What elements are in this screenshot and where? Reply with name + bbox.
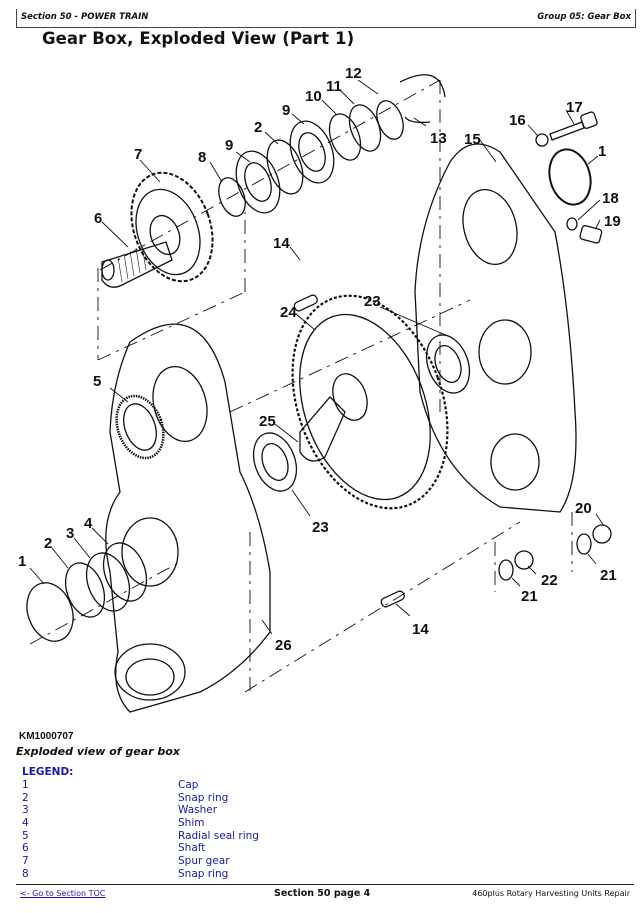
- legend-item-label: Snap ring: [178, 867, 229, 880]
- bolt-17: [549, 121, 585, 141]
- cap-1: [26, 582, 74, 642]
- legend-item: 3 Washer: [22, 804, 442, 817]
- legend-item-label: Cap: [178, 779, 199, 791]
- callout-2-top: 2: [254, 119, 262, 136]
- bearing-9a: [235, 150, 281, 214]
- snap-ring-8: [218, 177, 246, 217]
- page-header: Section 50 - POWER TRAIN Group 05: Gear …: [16, 9, 636, 28]
- callout-7: 7: [134, 146, 142, 163]
- legend-item-number: 6: [22, 842, 29, 855]
- snap-ring-2: [266, 139, 304, 195]
- exploded-view-diagram: 7 6 8 9 2 9 10 11 12 13 14 15 16 17 1 18…: [0, 52, 644, 722]
- shim-4: [102, 542, 148, 602]
- callout-10: 10: [305, 88, 322, 105]
- legend-item-number: 7: [22, 855, 29, 868]
- legend-item-number: 4: [22, 817, 29, 830]
- seal-21b: [498, 559, 514, 581]
- callout-2-left: 2: [44, 535, 52, 552]
- legend-item-number: 2: [22, 791, 29, 804]
- callout-13: 13: [430, 130, 447, 147]
- callout-12: 12: [345, 65, 362, 82]
- washer-16: [535, 133, 549, 147]
- callout-23-top: 23: [364, 293, 381, 310]
- callout-15: 15: [464, 131, 481, 148]
- plug-22: [514, 550, 534, 570]
- snap-ring-13: [399, 74, 446, 124]
- bearing-23b: [425, 334, 471, 394]
- figure-id: KM1000707: [19, 731, 74, 742]
- legend-item: 8 Snap ring: [22, 868, 442, 881]
- legend-item-label: Spur gear: [178, 855, 230, 868]
- callout-26: 26: [275, 637, 292, 654]
- output-shaft-25: [299, 396, 346, 462]
- legend-item-number: 5: [22, 829, 29, 842]
- legend-item: 4 Shim: [22, 817, 442, 830]
- callout-1-left: 1: [18, 553, 26, 570]
- figure-caption: Exploded view of gear box: [16, 745, 180, 758]
- callout-19: 19: [604, 213, 621, 230]
- book-title: 460plus Rotary Harvesting Units Repair: [472, 889, 630, 898]
- callout-14-bottom: 14: [412, 621, 429, 638]
- footer-divider: [16, 884, 634, 885]
- legend-item: 6 Shaft: [22, 842, 442, 855]
- shim-10: [328, 113, 362, 161]
- group-label: Group 05: Gear Box: [537, 12, 631, 22]
- callout-22: 22: [541, 572, 558, 589]
- callout-20: 20: [575, 500, 592, 517]
- seal-21a: [576, 533, 592, 555]
- legend-item-label: Radial seal ring: [178, 829, 259, 842]
- callout-11: 11: [326, 78, 342, 95]
- callout-1-right: 1: [598, 143, 606, 160]
- legend-item: 2 Snap ring: [22, 792, 442, 805]
- legend-item-label: Shim: [178, 817, 205, 830]
- callout-21-right: 21: [600, 567, 617, 584]
- shaft-part: [101, 241, 173, 288]
- callout-6: 6: [94, 210, 102, 227]
- callout-14-top: 14: [273, 235, 290, 252]
- legend-item-label: Shaft: [178, 842, 206, 855]
- callout-5: 5: [93, 373, 101, 390]
- legend-item-number: 8: [22, 867, 29, 880]
- section-label: Section 50 - POWER TRAIN: [21, 12, 149, 22]
- callout-3: 3: [66, 525, 74, 542]
- callout-17: 17: [566, 99, 583, 116]
- seal-ring-18: [566, 217, 578, 231]
- snap-ring-12: [376, 100, 404, 140]
- legend-item-number: 1: [22, 779, 29, 791]
- plug-19: [579, 225, 603, 244]
- washer-3: [85, 552, 131, 612]
- callout-21-left: 21: [521, 588, 538, 605]
- right-housing-cover-15: [414, 143, 577, 513]
- callout-4: 4: [84, 515, 93, 532]
- legend-item-label: Washer: [178, 804, 218, 817]
- left-housing-part: [105, 323, 271, 713]
- legend-item-number: 3: [22, 804, 29, 817]
- page-title: Gear Box, Exploded View (Part 1): [42, 29, 355, 48]
- callout-23-bottom: 23: [312, 519, 329, 536]
- legend-item: 7 Spur gear: [22, 855, 442, 868]
- leader-lines: [29, 79, 605, 635]
- callout-25: 25: [259, 413, 276, 430]
- callout-18: 18: [602, 190, 619, 207]
- callout-24: 24: [280, 304, 297, 321]
- callout-9b: 9: [282, 102, 290, 119]
- legend-item-label: Snap ring: [178, 791, 229, 804]
- legend-title: LEGEND:: [22, 766, 74, 778]
- page-number: Section 50 page 4: [274, 888, 371, 899]
- dowel-pin-14b: [380, 590, 405, 608]
- legend-item: 5 Radial seal ring: [22, 830, 442, 843]
- dowel-pin-14a: [293, 294, 318, 312]
- cap-1-right: [548, 148, 592, 206]
- bearing-23a: [252, 432, 298, 492]
- callout-8: 8: [198, 149, 206, 166]
- go-to-section-toc-link[interactable]: <- Go to Section TOC: [20, 889, 106, 898]
- assembly-axis-lines: [29, 79, 573, 693]
- snap-ring-2b: [64, 562, 106, 618]
- legend-item: 1 Cap: [22, 779, 442, 792]
- callout-9a: 9: [225, 137, 233, 154]
- radial-seal-ring-5: [115, 394, 165, 460]
- callout-16: 16: [509, 112, 526, 129]
- plug-20: [592, 524, 612, 544]
